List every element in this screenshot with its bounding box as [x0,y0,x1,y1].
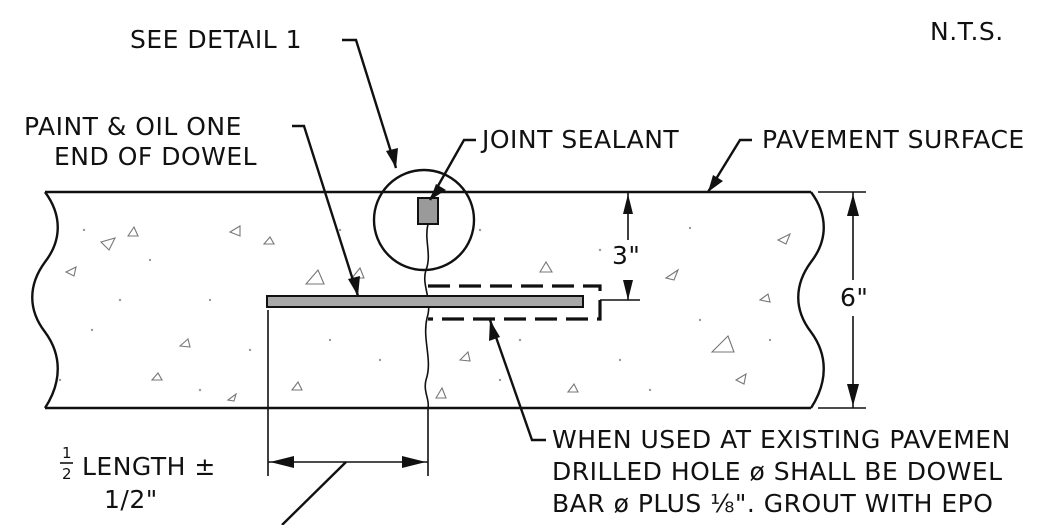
joint-crack-line [424,223,430,409]
leader-lines [281,38,752,525]
joint-sealant-label: JOINT SEALANT [480,125,679,154]
see-detail-label: SEE DETAIL 1 [130,25,302,54]
dimension-3-inch: 3" [600,192,640,301]
slab-right-break-line [797,191,825,409]
paint-oil-leader [292,124,360,297]
drilled-hole-outline [428,284,602,321]
dimension-6-inch: 6" [818,191,868,409]
see-detail-arrowhead [386,148,398,168]
joint-sealant-arrowhead [430,184,446,200]
half-length-tolerance-text: 1/2" [104,485,158,514]
existing-pavement-note-line2: DRILLED HOLE ø SHALL BE DOWEL [552,457,1003,486]
half-length-text: LENGTH ± [82,452,216,481]
dim-3-text: 3" [612,241,640,270]
pavement-surface-leader [706,138,752,193]
dimension-half-length: 1 2 LENGTH ± 1/2" [60,310,429,514]
existing-pavement-leader [488,319,546,442]
existing-pavement-arrowhead [489,320,500,341]
pavement-surface-label: PAVEMENT SURFACE [762,125,1025,154]
concrete-slab [31,190,825,410]
joint-sealant-leader [428,138,476,201]
pavement-surface-arrowhead [708,175,723,192]
paint-oil-arrowhead [348,276,360,296]
scale-note: N.T.S. [930,17,1004,46]
detail-1-circle [372,168,476,272]
dowel-bar [266,295,584,308]
concrete-aggregate-hatch [58,225,792,402]
dim-6-text: 6" [840,283,868,312]
paint-oil-label-line1: PAINT & OIL ONE [24,112,242,141]
half-fraction-denominator: 2 [62,465,72,483]
half-fraction-numerator: 1 [62,444,72,462]
existing-pavement-note-line3: BAR ø PLUS ⅛". GROUT WITH EPO [552,489,993,518]
half-length-leader [281,461,347,525]
paint-oil-label-line2: END OF DOWEL [54,142,257,171]
slab-left-break-line [31,191,59,409]
existing-pavement-note-line1: WHEN USED AT EXISTING PAVEMEN [552,425,1011,454]
joint-sealant [417,197,439,225]
see-detail-leader [342,38,398,169]
